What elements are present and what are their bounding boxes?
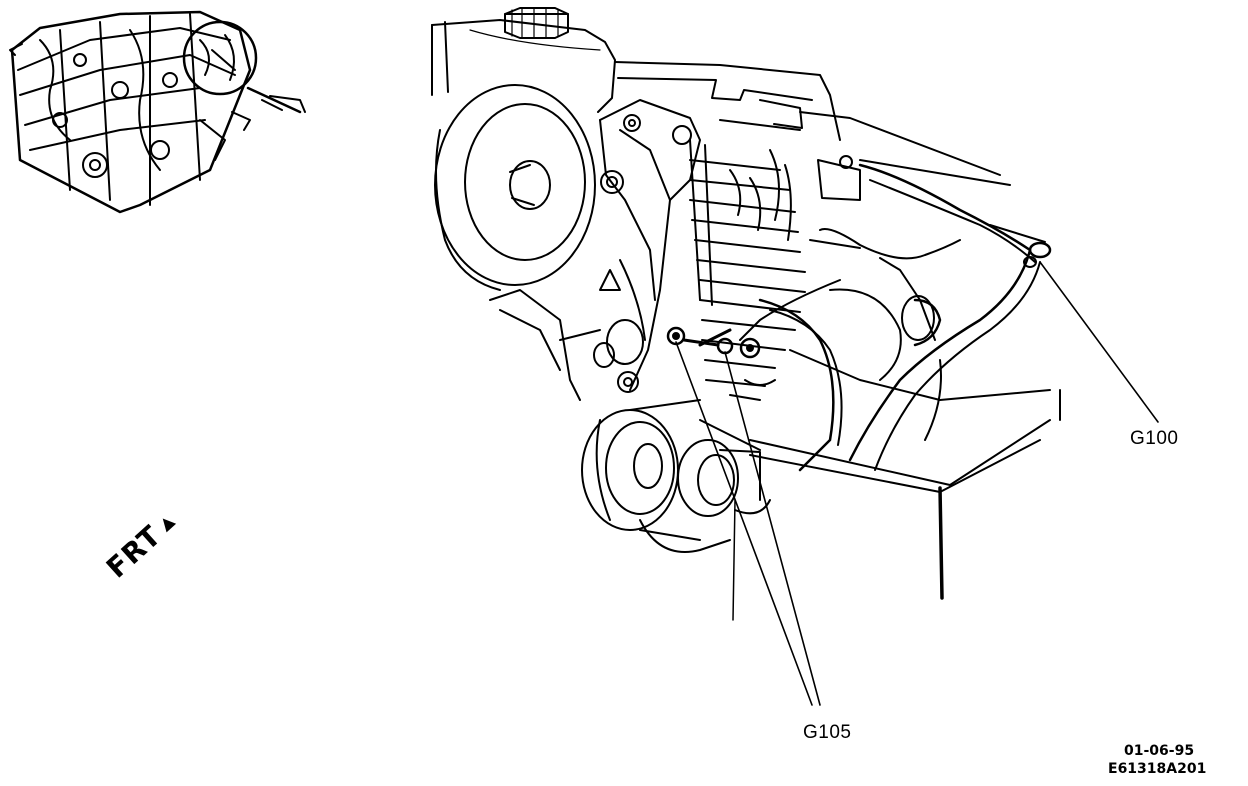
- g100-ground-terminal: [989, 224, 1052, 268]
- figure-date-code: 01-06-95: [1124, 743, 1195, 759]
- g105-leader-line-1: [675, 341, 813, 706]
- callout-leader-lines: [675, 261, 1159, 706]
- figure-id-code: E61318A201: [1108, 761, 1207, 777]
- g105-ground-terminals: [666, 326, 761, 359]
- reservoir: [431, 7, 616, 113]
- large-pulley: [434, 84, 596, 291]
- crank-pulley: [581, 399, 771, 553]
- engine-upper-body: [614, 61, 1011, 401]
- engine-overview-thumbnail: [9, 10, 306, 214]
- mounting-bracket: [599, 99, 701, 393]
- g100-leader-line: [1039, 261, 1159, 423]
- engine-block: [489, 289, 1061, 621]
- g105-callout-label: G105: [803, 722, 852, 743]
- ground-wire-harness: [698, 163, 1041, 472]
- g100-callout-label: G100: [1130, 428, 1179, 449]
- g105-leader-line-2: [724, 351, 821, 706]
